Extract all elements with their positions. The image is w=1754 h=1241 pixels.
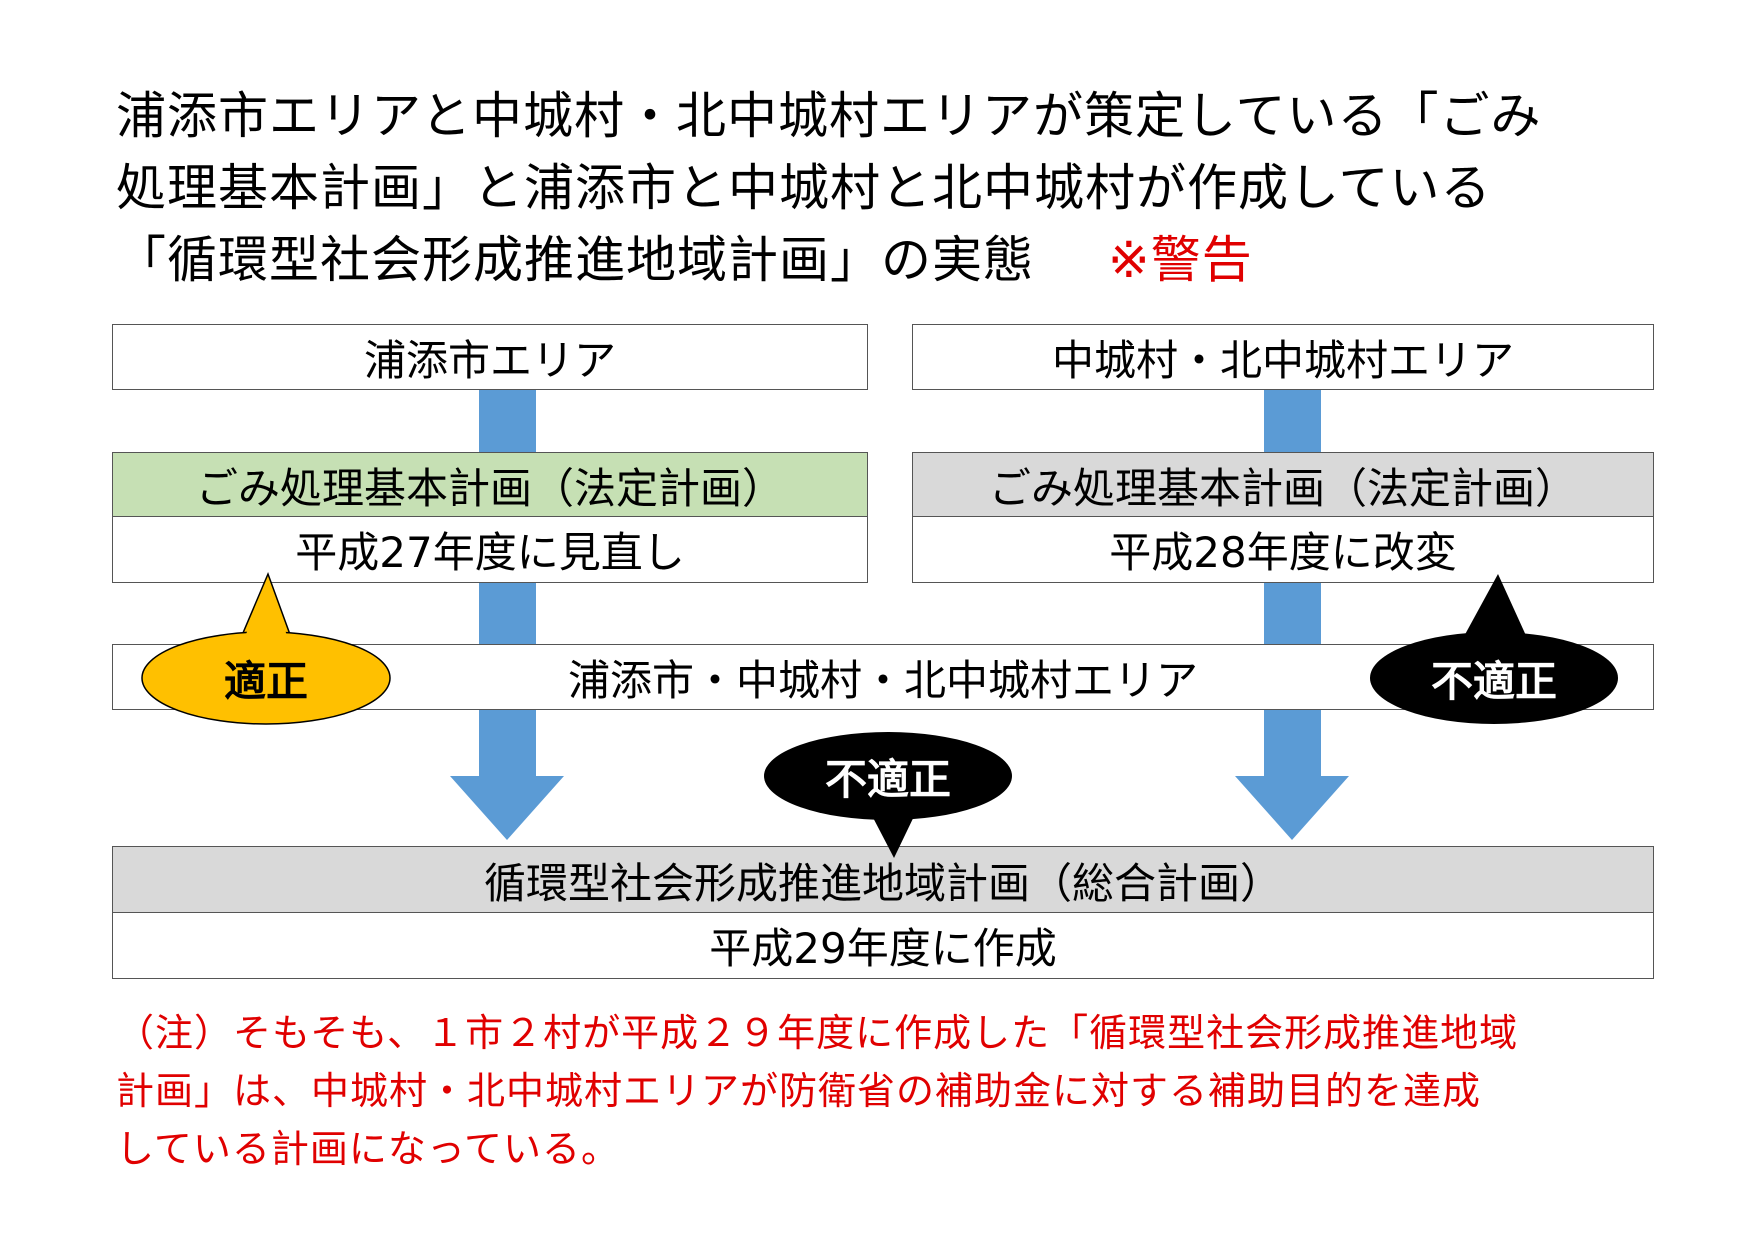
right-area-box: 中城村・北中城村エリア xyxy=(912,324,1654,390)
center-callout-bubble xyxy=(764,732,1012,820)
right-callout-label: 不適正 xyxy=(1430,656,1557,706)
regional-status-box: 平成29年度に作成 xyxy=(112,912,1654,979)
center-callout-pointer xyxy=(868,808,918,858)
title-line-2: 処理基本計画」と浦添市と中城村と北中城村が作成している xyxy=(116,159,1492,217)
left-area-box: 浦添市エリア xyxy=(112,324,868,390)
right-status-box: 平成28年度に改変 xyxy=(912,516,1654,583)
left-callout-pointer-cover xyxy=(243,584,289,641)
note-line-3: している計画になっている。 xyxy=(116,1127,620,1171)
left-area-label: 浦添市エリア xyxy=(363,335,616,385)
left-plan-box: ごみ処理基本計画（法定計画） xyxy=(112,452,868,518)
note-line-1: （注）そもそも、１市２村が平成２９年度に作成した「循環型社会形成推進地域 xyxy=(116,1011,1519,1055)
right-connector-upper xyxy=(1264,388,1321,454)
left-status-box: 平成27年度に見直し xyxy=(112,516,868,583)
right-plan-label: ごみ処理基本計画（法定計画） xyxy=(988,463,1577,513)
warning-label: ※警告 xyxy=(1107,231,1253,289)
left-plan-label: ごみ処理基本計画（法定計画） xyxy=(195,463,784,513)
regional-status-label: 平成29年度に作成 xyxy=(709,924,1057,973)
combined-area-label: 浦添市・中城村・北中城村エリア xyxy=(567,655,1198,705)
left-connector-middle xyxy=(479,582,536,646)
note-line-2: 計画」は、中城村・北中城村エリアが防衛省の補助金に対する補助目的を達成 xyxy=(116,1069,1482,1113)
regional-plan-label: 循環型社会形成推進地域計画（総合計画） xyxy=(483,858,1282,908)
title-line-3-text: 「循環型社会形成推進地域計画」の実態 xyxy=(116,231,1034,289)
regional-plan-box: 循環型社会形成推進地域計画（総合計画） xyxy=(112,846,1654,914)
title-line-1: 浦添市エリアと中城村・北中城村エリアが策定している「ごみ xyxy=(116,87,1542,145)
left-connector-upper xyxy=(479,388,536,454)
right-status-label: 平成28年度に改変 xyxy=(1109,528,1457,577)
right-plan-box: ごみ処理基本計画（法定計画） xyxy=(912,452,1654,518)
right-callout-pointer xyxy=(1462,574,1528,640)
title-line-3: 「循環型社会形成推進地域計画」の実態 ※警告 xyxy=(116,224,1253,296)
right-down-arrow xyxy=(1235,708,1349,840)
center-callout-label: 不適正 xyxy=(824,754,951,804)
right-connector-middle xyxy=(1264,582,1321,646)
left-status-label: 平成27年度に見直し xyxy=(295,528,685,577)
right-area-label: 中城村・北中城村エリア xyxy=(1051,335,1514,385)
right-callout-bubble xyxy=(1370,632,1618,724)
left-callout-label: 適正 xyxy=(223,656,308,706)
left-down-arrow xyxy=(450,708,564,840)
